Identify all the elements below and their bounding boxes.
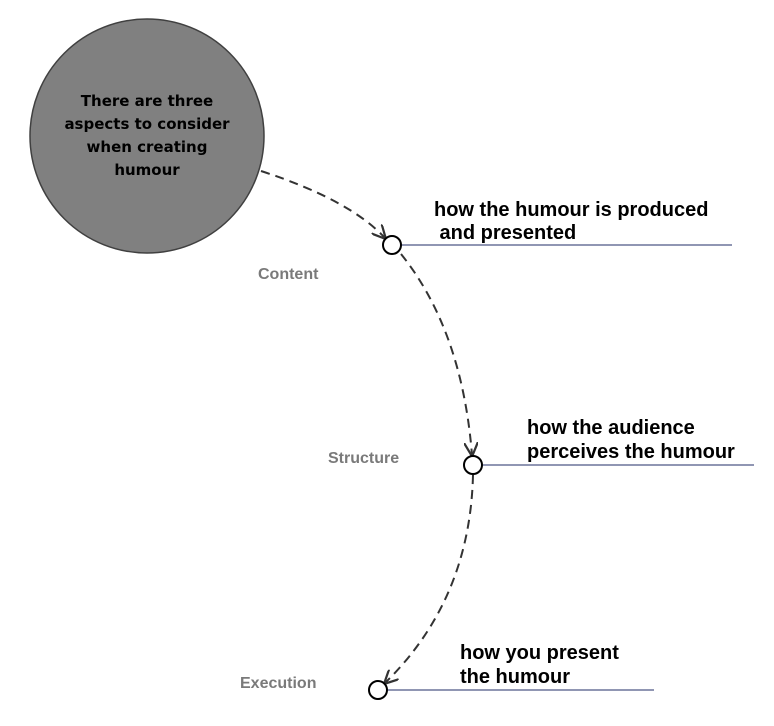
aspect-content: Content how the humour is produced and p…	[258, 199, 732, 283]
central-circle	[29, 18, 265, 254]
aspect-label-content: Content	[258, 266, 319, 283]
node-execution	[368, 680, 388, 700]
description-structure-line-1: how the audience	[527, 417, 695, 439]
aspect-structure: Structure how the audience perceives the…	[328, 417, 754, 475]
dashed-arrow-to-content	[260, 170, 385, 238]
central-text-line-1: There are three	[81, 92, 213, 110]
description-execution-line-1: how you present	[460, 642, 619, 664]
aspect-label-execution: Execution	[240, 675, 316, 692]
node-structure	[463, 455, 483, 475]
description-content-line-2: and presented	[434, 222, 576, 244]
central-node: There are three aspects to consider when…	[29, 18, 265, 254]
description-execution-line-2: the humour	[460, 666, 570, 688]
central-text-line-4: humour	[114, 161, 180, 179]
dashed-arrow-to-execution	[385, 474, 474, 683]
aspect-execution: Execution how you present the humour	[240, 642, 654, 700]
central-text-line-2: aspects to consider	[64, 115, 230, 133]
description-content-line-1: how the humour is produced	[434, 199, 708, 221]
description-structure-line-2: perceives the humour	[527, 441, 735, 463]
aspect-label-structure: Structure	[328, 450, 399, 467]
central-text-line-3: when creating	[87, 138, 208, 156]
node-content	[382, 235, 402, 255]
dashed-arrow-to-structure	[400, 253, 472, 455]
